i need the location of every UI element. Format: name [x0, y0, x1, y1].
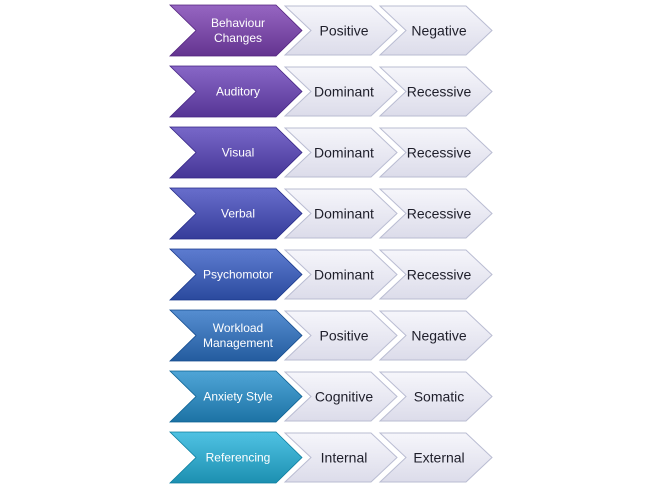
- option-chevron: [283, 66, 398, 117]
- category-arrow: [169, 187, 303, 240]
- category-arrow: [169, 431, 303, 484]
- option-chevron: [283, 310, 398, 361]
- option-label: Recessive: [407, 84, 472, 100]
- category-label: Auditory: [216, 85, 260, 99]
- diagram-row: Cognitive Somatic Anxiety Style: [169, 370, 493, 423]
- option-chevron: [378, 127, 493, 178]
- category-label: Visual: [222, 146, 254, 160]
- option-label: Cognitive: [315, 389, 374, 405]
- option-chevron: [283, 249, 398, 300]
- option-chevron: [378, 310, 493, 361]
- category-label: Psychomotor: [203, 268, 273, 282]
- option-label: Internal: [321, 450, 368, 466]
- category-label-line: Behaviour: [211, 16, 265, 30]
- category-label: Anxiety Style: [203, 390, 273, 404]
- option-label: Somatic: [414, 389, 465, 405]
- category-label-line: Referencing: [206, 451, 271, 465]
- category-label: Referencing: [206, 451, 271, 465]
- option-chevron: [378, 249, 493, 300]
- option-chevron: [283, 188, 398, 239]
- option-label: Recessive: [407, 145, 472, 161]
- category-label-line: Workload: [213, 321, 263, 335]
- category-label: Verbal: [221, 207, 255, 221]
- category-label-line: Management: [203, 336, 274, 350]
- option-chevron: [378, 188, 493, 239]
- option-chevron: [283, 371, 398, 422]
- category-arrow: [169, 65, 303, 118]
- category-label-line: Psychomotor: [203, 268, 273, 282]
- option-label: Dominant: [314, 206, 374, 222]
- category-arrow: [169, 370, 303, 423]
- category-label-line: Auditory: [216, 85, 260, 99]
- category-label-line: Verbal: [221, 207, 255, 221]
- option-chevron: [283, 127, 398, 178]
- option-chevron: [283, 432, 398, 483]
- category-label-line: Changes: [214, 31, 262, 45]
- category-arrow: [169, 4, 303, 57]
- diagram-row: Dominant Recessive Verbal: [169, 187, 493, 240]
- category-arrow: [169, 126, 303, 179]
- diagram-row: Dominant Recessive Psychomotor: [169, 248, 493, 301]
- category-label-line: Anxiety Style: [203, 390, 273, 404]
- diagram-row: Dominant Recessive Auditory: [169, 65, 493, 118]
- option-label: Dominant: [314, 84, 374, 100]
- category-label-line: Visual: [222, 146, 254, 160]
- option-chevron: [378, 371, 493, 422]
- option-chevron: [378, 432, 493, 483]
- option-label: Negative: [411, 23, 466, 39]
- option-label: Recessive: [407, 267, 472, 283]
- option-label: Dominant: [314, 145, 374, 161]
- option-label: Positive: [319, 23, 368, 39]
- option-chevron: [378, 5, 493, 56]
- option-chevron: [283, 5, 398, 56]
- option-label: External: [413, 450, 464, 466]
- diagram-row: Dominant Recessive Visual: [169, 126, 493, 179]
- category-arrow: [169, 309, 303, 362]
- option-chevron: [378, 66, 493, 117]
- diagram-row: Internal External Referencing: [169, 431, 493, 484]
- option-label: Negative: [411, 328, 466, 344]
- option-label: Positive: [319, 328, 368, 344]
- category-arrow: [169, 248, 303, 301]
- option-label: Recessive: [407, 206, 472, 222]
- option-label: Dominant: [314, 267, 374, 283]
